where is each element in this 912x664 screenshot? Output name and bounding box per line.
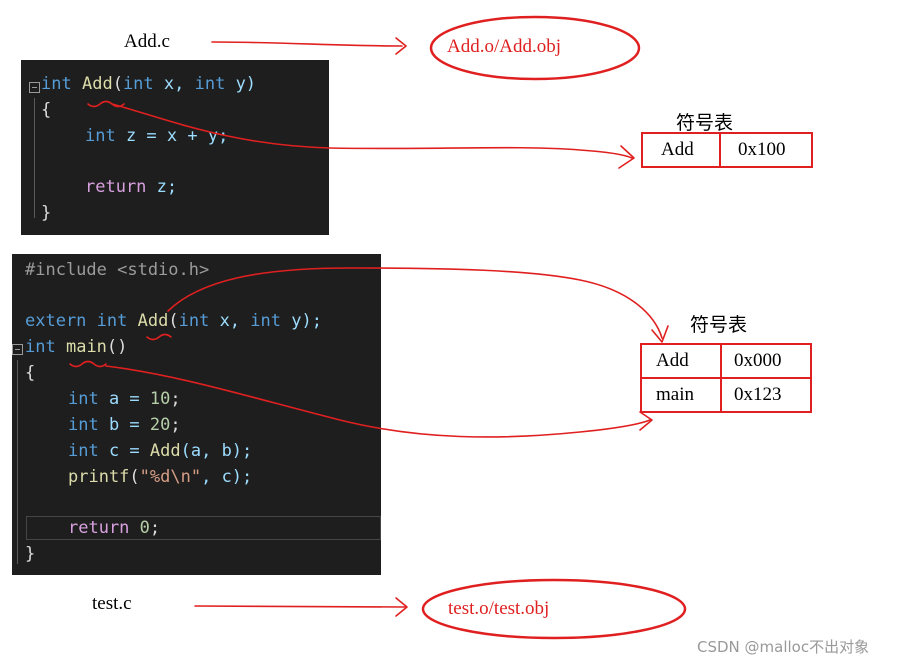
watermark: CSDN @malloc不出对象 [697,638,870,656]
code-line-12: } [25,544,36,564]
ellipse-test-obj [421,578,687,640]
code-line-8: int c = Add(a, b); [68,441,253,461]
symbol-address: 0x100 [719,132,813,168]
symbol-table-bottom: Add 0x000 main 0x123 [640,343,812,413]
symbol-address: 0x000 [720,343,812,379]
arrowhead [651,325,669,343]
arrow-add-to-symtab [111,103,633,159]
table-row: Add 0x000 [640,343,812,379]
arrow-extern-add-to-symtab [167,267,663,339]
code-line-2: { [41,100,52,120]
arrowhead [618,145,635,169]
code-line-7: int b = 20; [68,415,181,435]
code-line-6: int a = 10; [68,389,181,409]
test-obj-label: test.o/test.obj [448,598,550,619]
symbol-address: 0x123 [720,377,812,413]
code-line-3: int z = x + y; [85,126,229,146]
code-line-9: printf("%d\n", c); [68,467,253,487]
code-line-5: { [25,363,36,383]
code-line-11: return 0; [68,518,161,538]
code-line-1: int Add(int x, int y) [41,74,257,94]
test-c-label: test.c [92,593,132,614]
code-line-5: return z; [85,177,178,197]
symbol-table-title-bottom: 符号表 [690,314,748,336]
symbol-table-top: Add 0x100 [641,132,813,168]
table-row: Add 0x100 [641,132,813,168]
ellipse-add-obj [429,15,641,81]
arrowhead [395,597,408,617]
add-c-code-panel: int Add(int x, int y) { int z = x + y; r… [21,60,329,235]
arrowhead [639,411,653,431]
current-line-highlight [26,516,381,540]
code-line-4: int main() [25,337,128,357]
symbol-table-title-top: 符号表 [676,112,734,134]
squiggle-main [69,360,107,368]
arrow-main-to-symtab [105,365,651,438]
squiggle-extern-add [146,333,172,341]
add-obj-label: Add.o/Add.obj [447,36,561,57]
code-line-6: } [41,203,52,223]
fold-toggle-icon [12,344,23,355]
scope-guide [34,98,35,218]
arrowhead [395,37,407,55]
code-line-3: extern int Add(int x, int y); [25,311,322,331]
add-c-label: Add.c [124,31,170,52]
code-line-1: #include <stdio.h> [25,260,210,280]
symbol-name: main [640,377,722,413]
table-row: main 0x123 [640,377,812,413]
scope-guide [17,360,18,564]
symbol-name: Add [640,343,722,379]
fold-toggle-icon [29,82,40,93]
arrow-add-to-obj [211,41,403,47]
arrow-test-to-obj [194,605,406,608]
symbol-name: Add [641,132,721,168]
